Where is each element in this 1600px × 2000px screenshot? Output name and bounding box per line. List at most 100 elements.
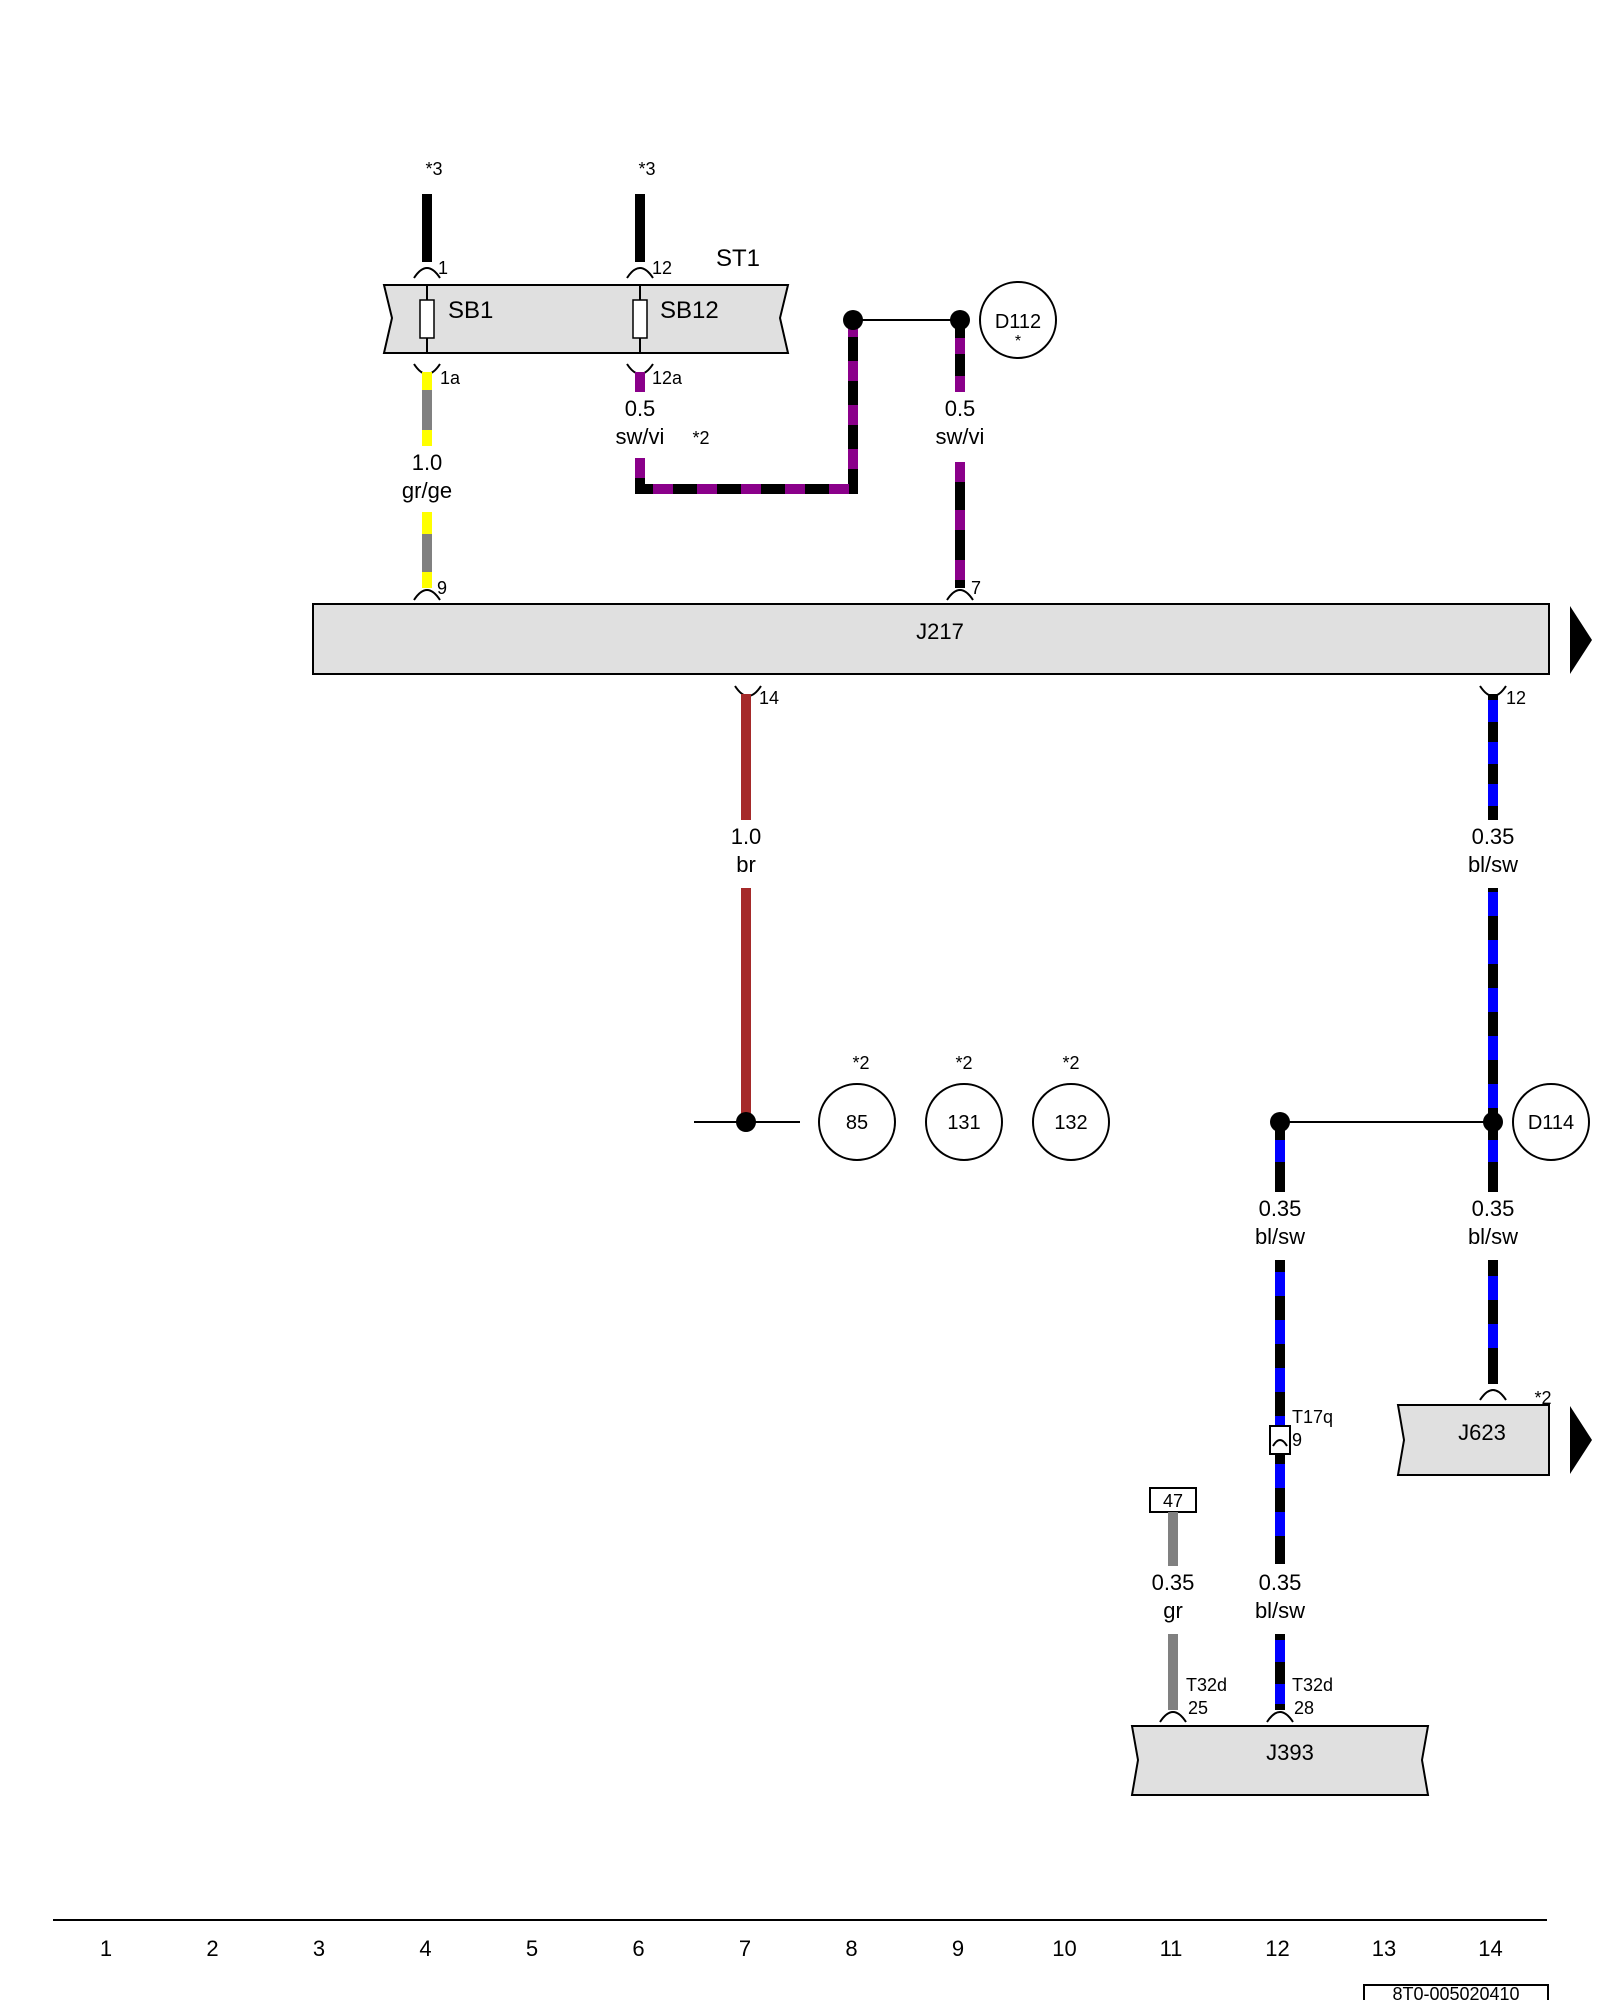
- ref-note-sb12: *3: [638, 159, 655, 179]
- wire-note: *2: [692, 428, 709, 448]
- pin-label: 9: [437, 578, 447, 598]
- splice-d112: [979, 281, 1057, 359]
- ref-note: *2: [955, 1053, 972, 1073]
- ref-note: *2: [852, 1053, 869, 1073]
- wire-size: 0.35: [1259, 1196, 1302, 1221]
- grid-number: 7: [739, 1936, 751, 1961]
- grid-number: 1: [100, 1936, 112, 1961]
- wire-stripe: [1275, 1140, 1285, 1162]
- wire-stripe: [1488, 1276, 1498, 1300]
- wire-stripe: [635, 320, 858, 494]
- terminal-47-box: [1149, 1487, 1197, 1513]
- wire-color: gr/ge: [402, 478, 452, 503]
- wire-stripe: [1488, 988, 1498, 1012]
- fuse-icon: [632, 299, 648, 339]
- control-unit-j623: [1396, 1404, 1550, 1476]
- wire-color: bl/sw: [1468, 852, 1518, 877]
- wire-size: 0.35: [1472, 1196, 1515, 1221]
- control-unit-j217: [312, 603, 1550, 675]
- wire-stripe: [1488, 1324, 1498, 1348]
- wire-black-core: [1275, 1260, 1285, 1564]
- connector-t32d-label: T32d: [1186, 1675, 1227, 1695]
- wire-stripe: [1275, 1464, 1285, 1488]
- control-unit-j393-label: J393: [1266, 1740, 1314, 1765]
- pin-connector-icon: [1479, 1389, 1507, 1401]
- reference-number: 131: [947, 1112, 980, 1134]
- wire-stripe: [1488, 940, 1498, 964]
- grid-number: 8: [845, 1936, 857, 1961]
- splice-d112-note: *: [1015, 333, 1021, 350]
- wire-feed-sb1: [422, 194, 432, 262]
- wire-color: gr: [1163, 1598, 1183, 1623]
- pin-label: 12a: [652, 368, 683, 388]
- wire-black-core: [1275, 1634, 1285, 1710]
- fuse-carrier-label: ST1: [716, 245, 760, 272]
- grid-number: 14: [1478, 1936, 1502, 1961]
- reference-circle: [925, 1083, 1003, 1161]
- terminal-47-label: 47: [1163, 1491, 1183, 1511]
- connector-t32d-label: T32d: [1292, 1675, 1333, 1695]
- wire-stripe: [1488, 700, 1498, 722]
- document-id-box: [1363, 1984, 1549, 2000]
- grid-number: 4: [419, 1936, 431, 1961]
- j623-note: *2: [1534, 1388, 1551, 1408]
- grid-number: 6: [632, 1936, 644, 1961]
- wire-stripe: [1275, 1512, 1285, 1536]
- wire-stripe: [1488, 1140, 1498, 1162]
- pin-label: 1: [438, 258, 448, 278]
- pin-label: 12: [652, 258, 672, 278]
- wire-stripe: [1275, 1368, 1285, 1392]
- wire-stripe: [955, 462, 965, 482]
- wire-bl-sw-c: [1488, 1122, 1498, 1192]
- splice-node: [736, 1112, 756, 1132]
- wire-stripe: [955, 560, 965, 580]
- wire-bl-sw-e: [1275, 1122, 1285, 1192]
- wire-color: sw/vi: [616, 424, 665, 449]
- wire-stripe: [422, 512, 432, 534]
- wire-stripe: [1275, 1684, 1285, 1704]
- wire-bl-sw-d: [1488, 1260, 1498, 1384]
- wire-feed-sb12: [635, 194, 645, 262]
- reference-circle: [1032, 1083, 1110, 1161]
- wire-color: bl/sw: [1255, 1224, 1305, 1249]
- pin-connector-icon: [1266, 1711, 1294, 1723]
- pin-label: 14: [759, 688, 779, 708]
- pin-label: 1a: [440, 368, 461, 388]
- splice-node: [843, 310, 863, 330]
- wire-stripe: [955, 338, 965, 354]
- wire-stripe: [1488, 742, 1498, 764]
- document-id: 8T0-005020410: [1392, 1984, 1519, 2000]
- control-unit-j217-label: J217: [916, 619, 964, 644]
- pin-connector-icon: [1159, 1711, 1187, 1723]
- wire-color: bl/sw: [1255, 1598, 1305, 1623]
- pin-connector-icon: [413, 589, 441, 601]
- reference-number: 85: [846, 1112, 868, 1134]
- wire-stripe: [1488, 892, 1498, 916]
- fuse-icon: [419, 299, 435, 339]
- ref-note: *2: [1062, 1053, 1079, 1073]
- wire-stripe: [1488, 784, 1498, 806]
- wire-color: sw/vi: [936, 424, 985, 449]
- wire-color: bl/sw: [1468, 1224, 1518, 1249]
- wire-size: 0.35: [1472, 824, 1515, 849]
- pin-connector-icon: [626, 267, 654, 279]
- connector-t17q-pin: 9: [1292, 1430, 1302, 1450]
- grid-number: 3: [313, 1936, 325, 1961]
- wire-stripe: [1275, 1640, 1285, 1662]
- connector-t17q-label: T17q: [1292, 1407, 1333, 1427]
- splice-d112-label: D112: [995, 311, 1041, 333]
- fuse-carrier-st1: [382, 284, 790, 354]
- wire-black-core: [1488, 1260, 1498, 1384]
- fuse-sb12-label: SB12: [660, 297, 719, 324]
- continuation-arrow-icon: [1570, 1406, 1592, 1474]
- fuse-sb1-label: SB1: [448, 297, 493, 324]
- splice-d114-label: D114: [1528, 1112, 1574, 1134]
- grid-number: 5: [526, 1936, 538, 1961]
- wire-stripe: [422, 372, 432, 390]
- wire-stripe: [422, 430, 432, 446]
- pin-connector-icon: [946, 589, 974, 601]
- wire-br-lower: [741, 888, 751, 1122]
- reference-number: 132: [1054, 1112, 1087, 1134]
- wire-stripe: [1488, 1084, 1498, 1108]
- grid-number: 13: [1372, 1936, 1396, 1961]
